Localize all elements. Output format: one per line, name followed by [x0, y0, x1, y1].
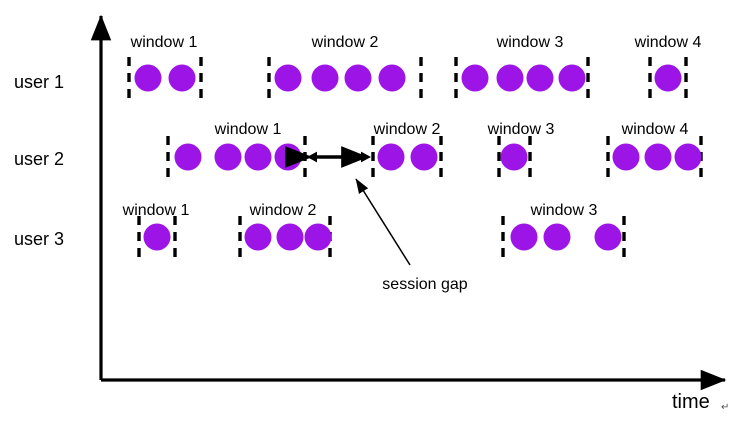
event-dot-u3-w2-2 — [276, 223, 304, 251]
event-dot-u3-w2-3 — [304, 223, 332, 251]
window-label-u1-w4: window 4 — [634, 34, 702, 51]
event-dot-u1-w3-2 — [496, 64, 524, 92]
event-dot-u1-w4-1 — [654, 64, 682, 92]
event-dot-u1-w3-3 — [526, 64, 554, 92]
time-axis-label: time — [672, 391, 710, 413]
event-dot-u1-w1-2 — [168, 64, 196, 92]
session-gap-label: session gap — [382, 276, 468, 293]
event-dots — [134, 64, 702, 251]
session-gap-pointer-arrow — [355, 178, 411, 266]
window-label-u3-w3: window 3 — [530, 202, 598, 219]
session-gap-arrowhead-right — [361, 151, 371, 163]
event-dot-u3-w3-2 — [543, 223, 571, 251]
event-dot-u1-w1-1 — [134, 64, 162, 92]
window-label-u3-w2: window 2 — [249, 202, 317, 219]
window-label-u1-w2: window 2 — [311, 34, 379, 51]
window-label-u3-w1: window 1 — [122, 202, 190, 219]
event-dot-u2-w1-1 — [174, 143, 202, 171]
event-dot-u3-w3-1 — [510, 223, 538, 251]
event-dot-u2-w4-2 — [644, 143, 672, 171]
event-dot-u2-w2-2 — [410, 143, 438, 171]
event-dot-u2-w1-2 — [214, 143, 242, 171]
session-gap-arrowhead-left — [307, 151, 317, 163]
event-dot-u1-w2-4 — [378, 64, 406, 92]
user-row-label-3: user 3 — [14, 229, 65, 249]
window-label-u2-w1: window 1 — [214, 121, 282, 138]
window-label-u1-w3: window 3 — [496, 34, 564, 51]
session-gap-annotation — [285, 146, 411, 266]
event-dot-u3-w1-1 — [143, 223, 171, 251]
event-dot-u1-w2-3 — [344, 64, 372, 92]
axes-group — [90, 14, 727, 391]
event-dot-u1-w3-1 — [461, 64, 489, 92]
event-dot-u3-w2-1 — [244, 223, 272, 251]
event-dot-u2-w2-1 — [377, 143, 405, 171]
event-dot-u2-w1-3 — [244, 143, 272, 171]
event-dot-u1-w2-1 — [274, 64, 302, 92]
window-label-u2-w4: window 4 — [621, 121, 689, 138]
user-row-label-2: user 2 — [14, 149, 65, 169]
event-dot-u2-w3-1 — [500, 143, 528, 171]
user-row-label-1: user 1 — [14, 72, 65, 92]
event-dot-u2-w4-1 — [612, 143, 640, 171]
event-dot-u1-w3-4 — [558, 64, 586, 92]
window-label-u2-w2: window 2 — [373, 121, 441, 138]
event-dot-u3-w3-3 — [594, 223, 622, 251]
event-dot-u1-w2-2 — [311, 64, 339, 92]
window-label-u2-w3: window 3 — [487, 121, 555, 138]
paragraph-mark-icon: ↵ — [721, 402, 730, 413]
event-dot-u2-w4-3 — [674, 143, 702, 171]
event-dot-u2-w1-4 — [274, 143, 302, 171]
window-label-u1-w1: window 1 — [130, 34, 198, 51]
